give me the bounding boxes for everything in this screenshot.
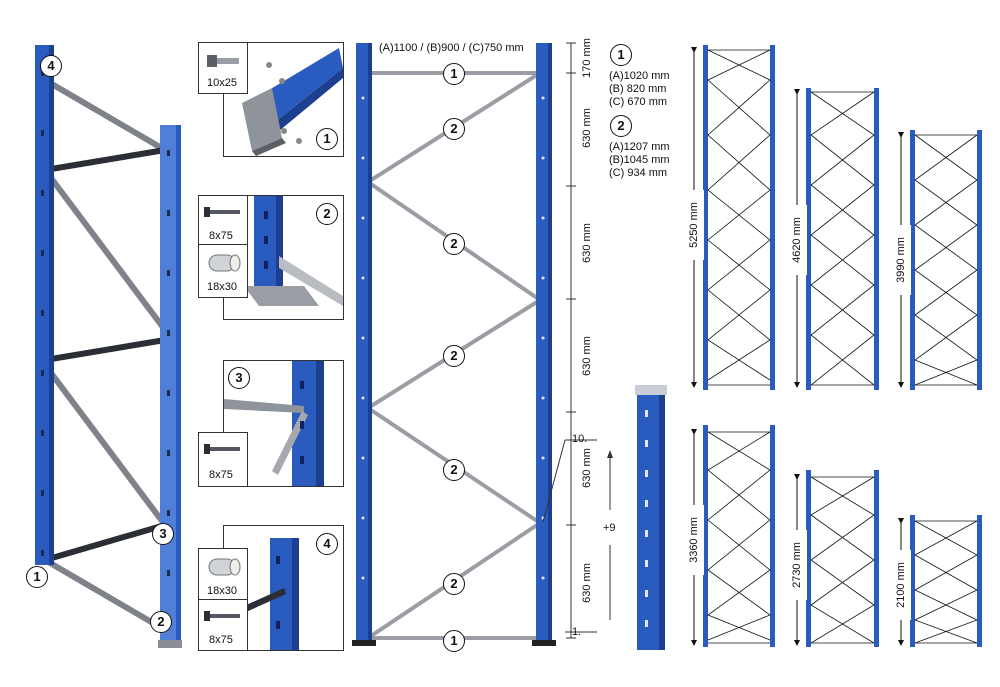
- segment-label: 170 mm: [581, 38, 593, 78]
- height-label-2100: 2100 mm: [895, 562, 907, 608]
- segment-label: 630 mm: [581, 448, 593, 488]
- tube-spacer-icon: [208, 254, 241, 272]
- segment-label: 630 mm: [581, 223, 593, 263]
- panel-1-bolt-inset: 10x25: [198, 42, 248, 94]
- brace-callout: 2: [443, 459, 465, 481]
- panel-2-tube-inset: 18x30: [198, 244, 248, 298]
- panel-2-bolt-size: 8x75: [209, 230, 233, 242]
- panel-1-number: 1: [316, 128, 338, 150]
- brace-bolt-detail-illustration: [244, 196, 343, 306]
- bolt-icon: [207, 55, 239, 67]
- bolt-icon: [204, 207, 240, 217]
- frame-4620: [794, 88, 879, 390]
- brace-callout: 1: [443, 630, 465, 652]
- center-width-label: (A)1100 / (B)900 / (C)750 mm: [379, 42, 524, 54]
- panel-3-bolt-inset: 8x75: [198, 432, 248, 487]
- upright-step-label: +9: [603, 522, 616, 534]
- frame-callout-1: 1: [26, 566, 48, 588]
- baseplate-detail-illustration: [242, 48, 343, 156]
- upright-hole-numbering-drawing: [542, 385, 667, 650]
- brace-callout: 2: [443, 573, 465, 595]
- frame-5250: [691, 45, 775, 390]
- panel-1-bolt-size: 10x25: [207, 77, 237, 89]
- panel-4-tube-size: 18x30: [207, 585, 237, 597]
- panel-4-bolt-inset: 8x75: [198, 599, 248, 651]
- brace-callout: 2: [443, 118, 465, 140]
- legend-item-2-line: (A)1207 mm: [609, 141, 670, 153]
- legend-item-1-line: (A)1020 mm: [609, 70, 670, 82]
- panel-2-number: 2: [316, 203, 338, 225]
- panel-3-bolt-size: 8x75: [209, 469, 233, 481]
- legend-item-2-line: (B)1045 mm: [609, 154, 670, 166]
- height-label-5250: 5250 mm: [688, 202, 700, 248]
- legend-item-1-line: (B) 820 mm: [609, 83, 667, 95]
- frame-perspective-illustration: [35, 45, 182, 648]
- height-label-3360: 3360 mm: [688, 517, 700, 563]
- brace-callout: 1: [443, 63, 465, 85]
- segment-label: 630 mm: [581, 336, 593, 376]
- legend-item-1-line: (C) 670 mm: [609, 96, 668, 108]
- segment-label: 630 mm: [581, 563, 593, 603]
- panel-4-tube-inset: 18x30: [198, 548, 248, 602]
- brace-joint-detail-illustration: [224, 361, 324, 486]
- horizontal-brace-detail-illustration: [244, 538, 299, 650]
- panel-3-number: 3: [228, 367, 250, 389]
- frame-2100: [898, 515, 982, 647]
- panel-4-number: 4: [316, 533, 338, 555]
- frame-height-variants: 5250 mm 4620 mm 3990 mm 3360 mm 2730 mm …: [684, 45, 982, 647]
- frame-2730: [794, 470, 879, 647]
- brace-callout: 2: [443, 345, 465, 367]
- upright-hole-bottom-label: 1.: [572, 626, 582, 638]
- panel-4-bolt-size: 8x75: [209, 634, 233, 646]
- frame-3990: [898, 130, 982, 390]
- legend-item-1-number: 1: [610, 44, 632, 66]
- bolt-icon: [204, 611, 240, 621]
- frame-callout-2: 2: [150, 611, 172, 633]
- bolt-icon: [204, 444, 240, 454]
- detail-panel-1: 1: [223, 42, 344, 157]
- brace-callout: 2: [443, 233, 465, 255]
- height-label-4620: 4620 mm: [791, 217, 803, 263]
- frame-callout-3: 3: [152, 523, 174, 545]
- frame-callout-4: 4: [40, 55, 62, 77]
- legend-item-2-number: 2: [610, 115, 632, 137]
- height-label-3990: 3990 mm: [895, 237, 907, 283]
- segment-label: 630 mm: [581, 108, 593, 148]
- panel-2-tube-size: 18x30: [207, 281, 237, 293]
- segment-dimension-labels: 170 mm 630 mm 630 mm 630 mm 630 mm 630 m…: [581, 38, 593, 603]
- legend-item-2-line: (C) 934 mm: [609, 167, 668, 179]
- height-label-2730: 2730 mm: [791, 542, 803, 588]
- upright-hole-top-label: 10.: [572, 433, 588, 445]
- tube-spacer-icon: [208, 558, 241, 576]
- panel-2-bolt-inset: 8x75: [198, 195, 248, 247]
- frame-3360: [691, 425, 775, 647]
